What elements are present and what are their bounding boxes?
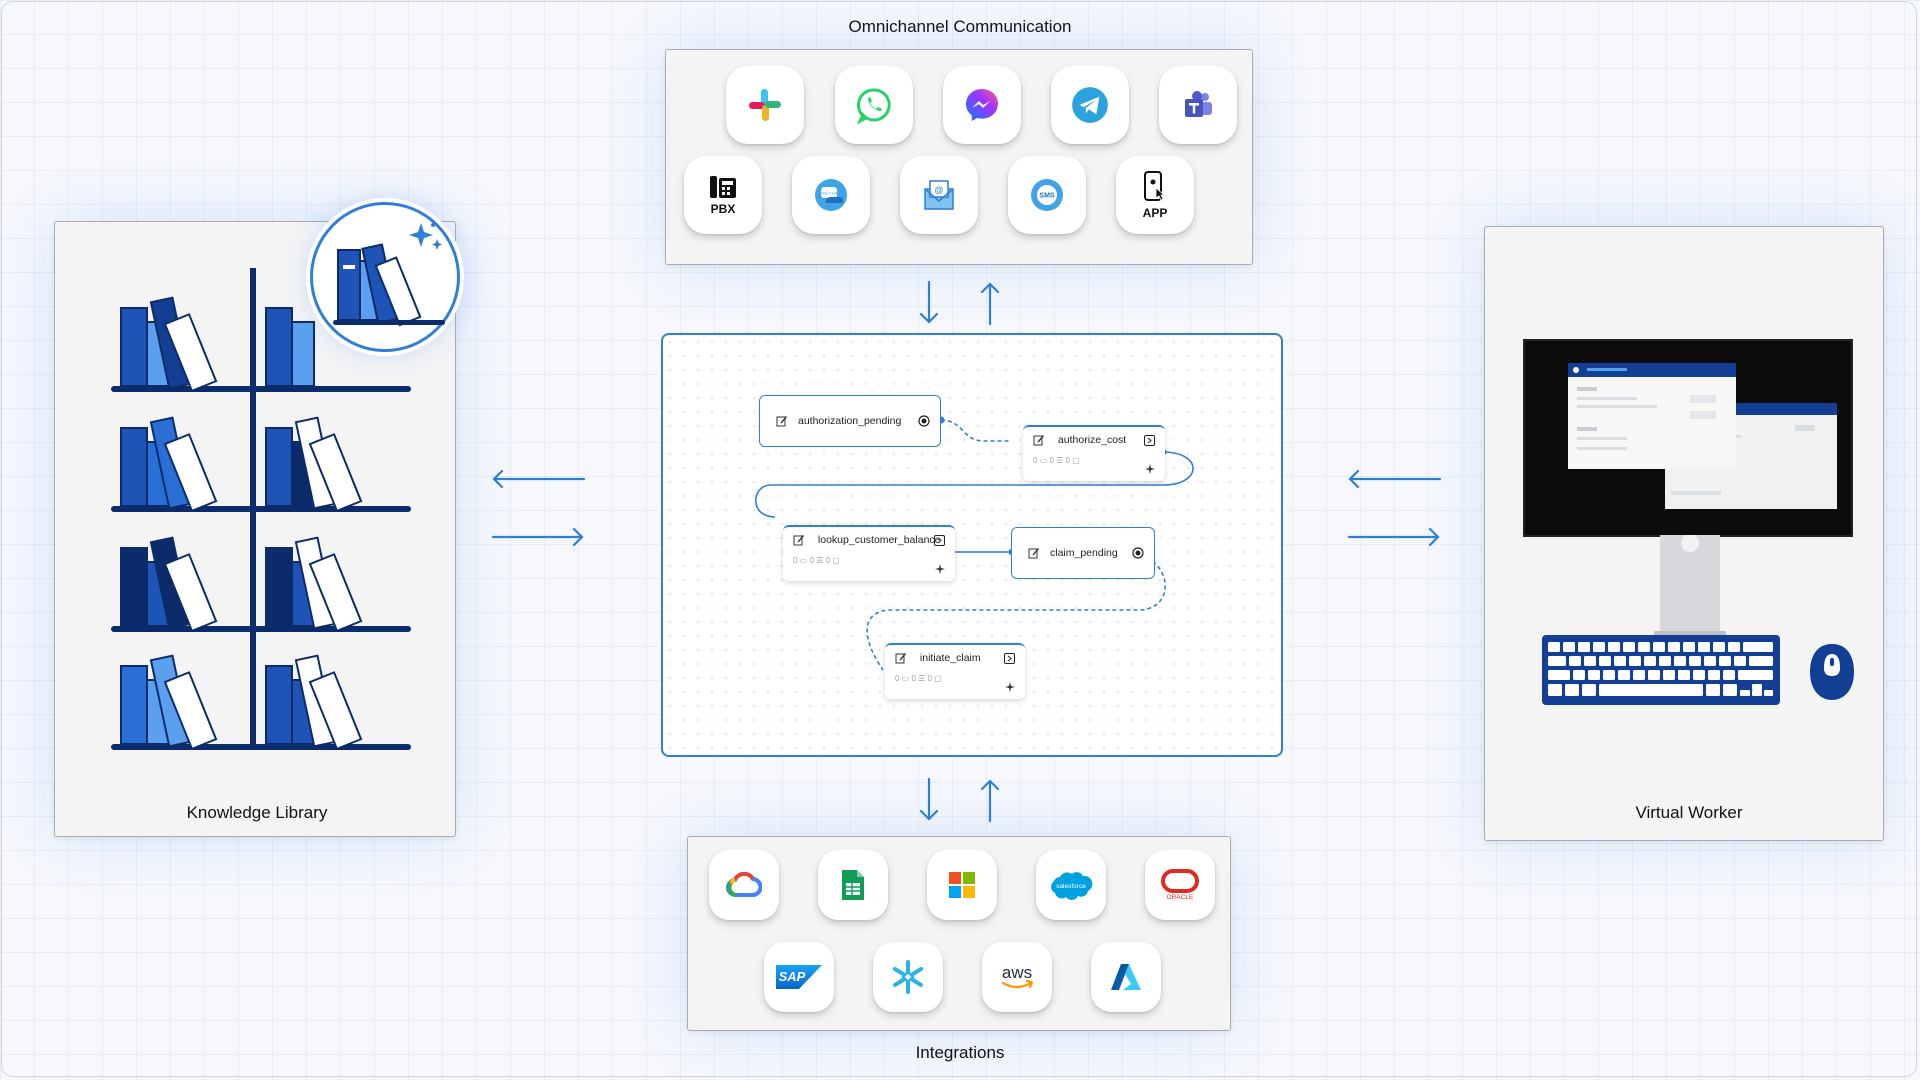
app-label: APP (1142, 206, 1168, 220)
sms-label: SMS (1039, 193, 1055, 200)
sparkle-icon (1145, 464, 1155, 474)
sparkle-icon (1005, 682, 1015, 692)
node-initiate-claim[interactable]: initiate_claim 0 ▭ 0 ☰ 0 ▢ (885, 643, 1025, 699)
edit-icon (776, 416, 787, 427)
workflow-canvas[interactable]: authorization_pending authorize_cost 0 ▭… (661, 333, 1283, 757)
slack-icon[interactable] (726, 66, 804, 144)
node-label: authorization_pending (798, 415, 902, 427)
node-label: authorize_cost (1057, 434, 1127, 446)
monitor-stand (1654, 535, 1726, 639)
node-label: lookup_customer_balance (817, 534, 941, 546)
pbx-icon[interactable]: PBX (684, 156, 762, 234)
knowledge-library-panel: Knowledge Library (54, 202, 460, 837)
sparkle-icon (935, 564, 945, 574)
omnichannel-label: Omnichannel Communication (848, 17, 1072, 36)
sap-icon[interactable]: SAP (764, 942, 834, 1012)
node-lookup-customer-balance[interactable]: lookup_customer_balance 0 ▭ 0 ☰ 0 ▢ (783, 525, 955, 581)
node-meta: 0 ▭ 0 ☰ 0 ▢ (895, 674, 942, 684)
sap-label: SAP (779, 969, 806, 984)
keyboard-icon (1542, 635, 1780, 705)
sms-icon[interactable]: SMS (1008, 156, 1086, 234)
end-state-icon (1132, 547, 1144, 559)
virtual-worker-panel: Virtual Worker (1484, 226, 1884, 841)
salesforce-label: salesforce (1056, 883, 1086, 890)
bookshelf-illustration (111, 268, 411, 688)
pbx-label: PBX (710, 202, 736, 216)
omnichannel-panel: PBX WEB CHAT @ SMS APP (665, 49, 1253, 265)
edit-icon (895, 653, 906, 664)
node-authorization-pending[interactable]: authorization_pending (759, 395, 941, 447)
webchat-label: WEB CHAT (819, 191, 840, 196)
microsoft-icon[interactable] (927, 850, 997, 920)
integrations-label: Integrations (915, 1043, 1005, 1062)
app-icon[interactable]: APP (1116, 156, 1194, 234)
monitor-screen (1523, 339, 1853, 537)
integrations-panel: salesforce ORACLE SAP aws (687, 836, 1231, 1031)
node-label: initiate_claim (919, 652, 981, 664)
run-icon[interactable] (1144, 435, 1155, 446)
aws-icon[interactable]: aws (982, 942, 1052, 1012)
messenger-icon[interactable] (943, 66, 1021, 144)
end-state-icon (918, 415, 930, 427)
edit-icon (1028, 548, 1039, 559)
bookshelf-bottom-row (111, 626, 411, 751)
virtual-worker-sync-arrows (1347, 469, 1442, 547)
node-claim-pending[interactable]: claim_pending (1011, 527, 1155, 579)
google-sheets-icon[interactable] (818, 850, 888, 920)
channels-sync-arrows (919, 280, 1000, 326)
run-icon[interactable] (1004, 653, 1015, 664)
google-cloud-icon[interactable] (709, 850, 779, 920)
oracle-label: ORACLE (1167, 894, 1194, 901)
svg-text:@: @ (934, 185, 943, 195)
mouse-icon (1810, 644, 1854, 700)
edit-icon (1033, 435, 1044, 446)
oracle-icon[interactable]: ORACLE (1145, 850, 1215, 920)
smart-library-badge-icon (310, 202, 460, 352)
node-meta: 0 ▭ 0 ☰ 0 ▢ (793, 556, 840, 566)
integrations-sync-arrows (919, 777, 1000, 823)
webchat-icon[interactable]: WEB CHAT (792, 156, 870, 234)
knowledge-library-label: Knowledge Library (186, 803, 328, 822)
telegram-icon[interactable] (1051, 66, 1129, 144)
node-label: claim_pending (1050, 547, 1118, 559)
knowledge-sync-arrows (491, 469, 586, 547)
whatsapp-icon[interactable] (835, 66, 913, 144)
node-meta: 0 ▭ 0 ☰ 0 ▢ (1033, 456, 1080, 466)
teams-icon[interactable] (1159, 66, 1237, 144)
node-authorize-cost[interactable]: authorize_cost 0 ▭ 0 ☰ 0 ▢ (1023, 425, 1165, 481)
aws-label: aws (1002, 963, 1032, 982)
snowflake-icon[interactable] (873, 942, 943, 1012)
salesforce-icon[interactable]: salesforce (1036, 850, 1106, 920)
edit-icon (793, 535, 804, 546)
virtual-worker-label: Virtual Worker (1635, 803, 1743, 822)
azure-icon[interactable] (1091, 942, 1161, 1012)
email-icon[interactable]: @ (900, 156, 978, 234)
run-icon[interactable] (934, 535, 945, 546)
